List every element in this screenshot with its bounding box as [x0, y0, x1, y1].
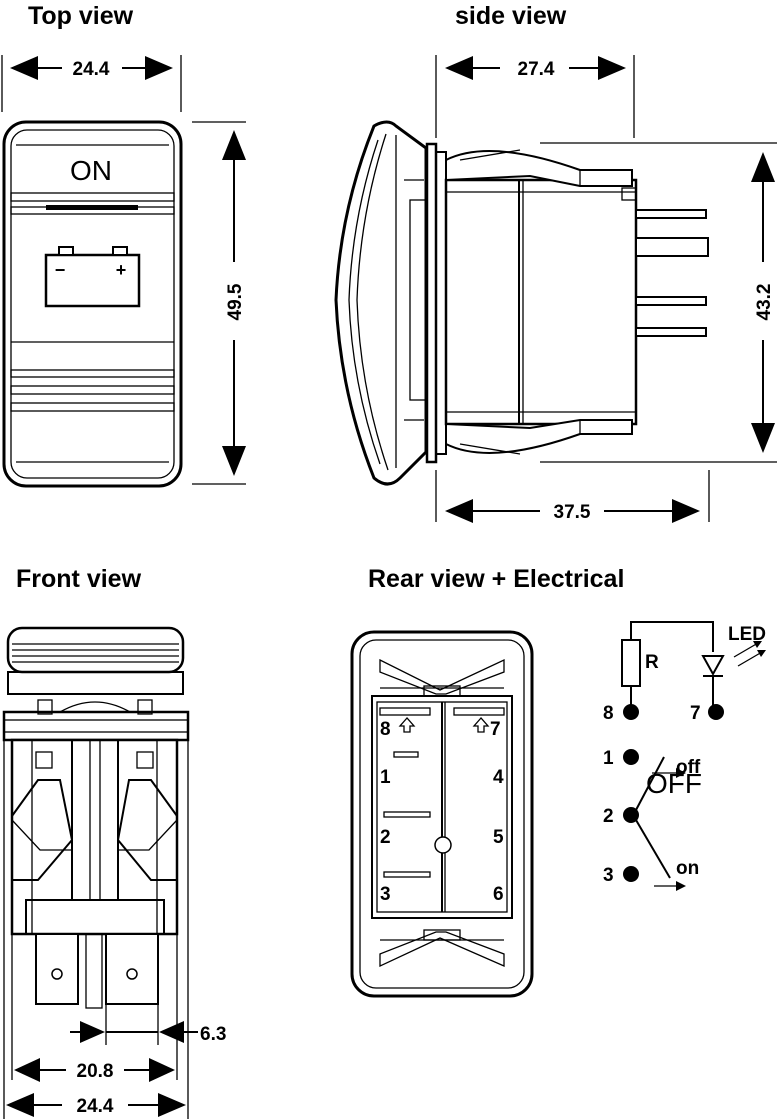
resistor-label: R [645, 652, 659, 673]
schematic-pin-8: 8 [603, 703, 614, 724]
rear-pin-3: 3 [380, 884, 391, 905]
rear-pin-1: 1 [380, 767, 391, 788]
front-view: 6.3 20.8 24.4 [2, 626, 226, 1119]
top-view: 24.4 49.5 ON − + OFF [1, 55, 702, 799]
front-pin-gap-dim: 6.3 [200, 1024, 226, 1045]
side-height-dim: 43.2 [754, 284, 775, 321]
rear-pin-8: 8 [380, 719, 391, 740]
rear-view-title: Rear view + Electrical [368, 565, 624, 593]
rear-pin-7: 7 [490, 719, 501, 740]
top-width-dim: 24.4 [73, 59, 110, 80]
led-label: LED [728, 624, 766, 645]
battery-plus: + [116, 260, 127, 280]
rear-pin-6: 6 [493, 884, 504, 905]
rear-pin-4: 4 [493, 767, 504, 788]
top-height-dim: 49.5 [225, 283, 246, 320]
led-diode-icon [701, 641, 766, 708]
side-view: 27.4 37.5 43.2 [334, 55, 777, 523]
battery-minus: − [55, 260, 66, 280]
schematic-pin-2: 2 [603, 806, 614, 827]
rear-view: 8 7 1 4 2 5 3 6 [350, 630, 534, 998]
front-outer-width-dim: 24.4 [77, 1096, 114, 1117]
electrical-schematic: R LED 8 7 1 2 3 off on [603, 621, 766, 891]
schematic-pin-3: 3 [603, 865, 614, 886]
front-inner-width-dim: 20.8 [77, 1061, 114, 1082]
on-label: on [676, 858, 699, 879]
front-view-title: Front view [16, 565, 142, 593]
on-label: ON [70, 155, 112, 186]
side-depth-dim: 37.5 [554, 502, 591, 523]
battery-icon: − + [44, 246, 141, 308]
side-width-dim: 27.4 [518, 59, 555, 80]
schematic-pin-1: 1 [603, 748, 614, 769]
side-view-title: side view [455, 2, 567, 30]
schematic-pin-7: 7 [690, 703, 701, 724]
off-label: off [676, 757, 701, 778]
top-view-title: Top view [28, 2, 134, 30]
rear-pin-5: 5 [493, 827, 504, 848]
resistor-symbol [621, 639, 641, 687]
rear-pin-2: 2 [380, 827, 391, 848]
